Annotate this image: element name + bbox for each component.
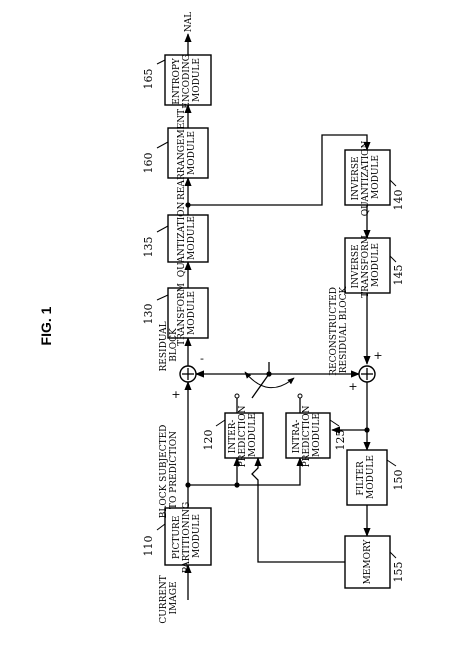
ref-145: 145 xyxy=(392,265,405,286)
filter-module: FILTER MODULE xyxy=(346,449,388,506)
nal-output-label: NAL xyxy=(184,12,194,32)
plus-sign-left: + xyxy=(171,388,180,401)
svg-text:INTRA- PREDICTION: INTRA- PREDICTION MODULE xyxy=(292,403,322,468)
inverse-quantization-module: INVERSE QUANTIZATION MODULE xyxy=(344,138,391,217)
ref-140: 140 xyxy=(392,190,405,211)
ref-120: 120 xyxy=(202,430,215,451)
svg-text:ENTROPY ENCODING M: ENTROPY ENCODING MODULE xyxy=(172,51,202,108)
ref-160: 160 xyxy=(142,153,155,174)
inter-prediction-module: INTER- PREDICTION MODULE xyxy=(224,403,264,468)
plus-sign-right-left: + xyxy=(348,380,357,393)
block-subjected-label: BLOCK SUBJECTED TO PREDICTION xyxy=(159,422,179,519)
svg-text:INTER- PREDICTION: INTER- PREDICTION MODULE xyxy=(228,403,258,468)
svg-text:REARRANGEMENT MODULE: REARRANGEMENT MODULE xyxy=(177,106,197,200)
reconstructed-residual-label: RECONSTRUCTED RESIDUAL BLOCK xyxy=(329,284,349,376)
svg-text:INVERSE QUANTIZATION: INVERSE QUANTIZATION MODULE xyxy=(351,138,381,217)
ref-150: 150 xyxy=(392,470,405,491)
ref-125: 125 xyxy=(334,430,347,451)
junction-dots xyxy=(185,202,370,488)
residual-block-label: RESIDUAL BLOCK xyxy=(159,319,179,372)
svg-text:MEMORY: MEMORY xyxy=(363,539,373,585)
svg-text:QUANTIZATION MODULE: QUANTIZATION MODULE xyxy=(177,199,197,278)
inverse-transform-module: INVERSE TRANSFORM MODULE xyxy=(344,232,391,298)
quantization-module: QUANTIZATION MODULE xyxy=(167,199,209,278)
ref-155: 155 xyxy=(392,562,405,583)
figure-title: FIG. 1 xyxy=(38,306,54,345)
subtractor-adder xyxy=(179,365,197,383)
svg-text:FILTER MODULE: FILTER MODULE xyxy=(356,455,376,499)
ref-130: 130 xyxy=(142,304,155,325)
svg-text:INVERSE TRANSFORM: INVERSE TRANSFORM MODULE xyxy=(351,232,381,298)
ref-135: 135 xyxy=(142,237,155,258)
transform-module: TRANSFORM MODULE xyxy=(167,280,209,346)
ref-110: 110 xyxy=(142,536,155,557)
reference-numbers: 110 120 125 130 135 140 145 150 155 160 … xyxy=(142,69,405,583)
plus-sign-right-top: + xyxy=(373,349,382,362)
memory-module: MEMORY xyxy=(344,535,391,589)
minus-sign-left: - xyxy=(200,352,204,365)
ref-165: 165 xyxy=(142,69,155,90)
intra-prediction-module: INTRA- PREDICTION MODULE xyxy=(285,403,331,468)
entropy-encoding-module: ENTROPY ENCODING MODULE xyxy=(164,51,212,109)
current-image-label: CURRENT IMAGE xyxy=(159,572,179,623)
svg-text:PICTURE PARTITIONING: PICTURE PARTITIONING MODULE xyxy=(172,499,202,573)
svg-text:TRANSFORM MODULE: TRANSFORM MODULE xyxy=(177,280,197,346)
reference-leaders xyxy=(156,59,397,559)
reconstruction-adder xyxy=(358,365,376,383)
rearrangement-module: REARRANGEMENT MODULE xyxy=(167,106,209,200)
connection-lines xyxy=(184,33,371,600)
picture-partitioning-module: PICTURE PARTITIONING MODULE xyxy=(164,499,212,573)
